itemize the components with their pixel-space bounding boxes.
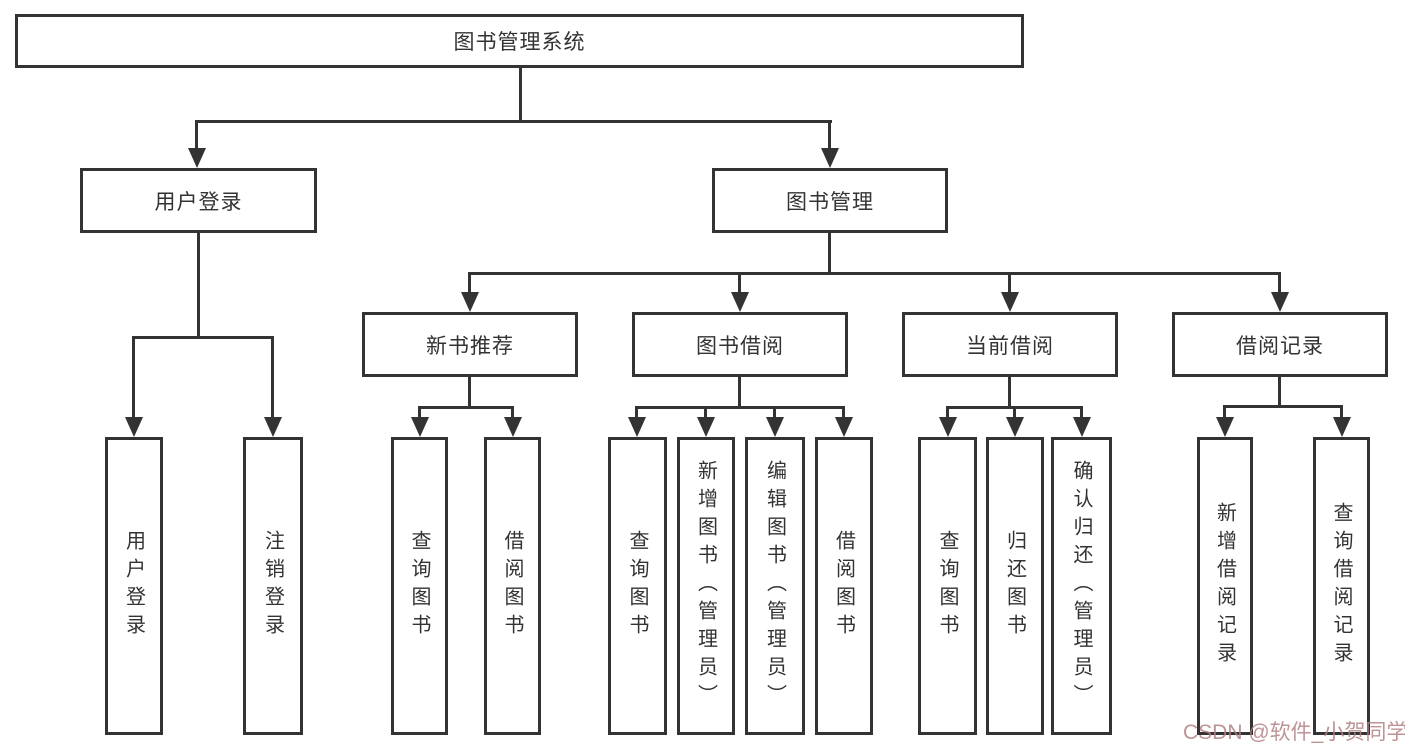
leaf-borrow-books: 借阅图书 [815, 437, 873, 735]
connector-root-stem [519, 68, 522, 122]
arrowhead-d1-icon [939, 417, 957, 437]
arrowhead-leaf-logout-icon [264, 417, 282, 437]
arrowhead-e1-icon [1216, 417, 1234, 437]
arrowhead-c1-icon [628, 417, 646, 437]
connector-drop-current-borrow [1008, 272, 1011, 294]
leaf-user-login: 用户登录 [105, 437, 163, 735]
connector-drop-c4 [842, 406, 845, 420]
leaf-return-books: 归还图书 [986, 437, 1044, 735]
connector-drop-d3 [1080, 406, 1083, 420]
connector-drop-leaf-logout [271, 336, 274, 420]
connector-new-book-stem [468, 377, 471, 409]
arrowhead-user-login-icon [188, 148, 206, 168]
leaf-query-books-recommend: 查询图书 [391, 437, 448, 735]
leaf-borrow-books-recommend: 借阅图书 [484, 437, 541, 735]
arrowhead-book-borrow-icon [731, 292, 749, 312]
connector-drop-e1 [1223, 405, 1226, 420]
node-current-borrow: 当前借阅 [902, 312, 1118, 377]
connector-drop-b2 [511, 406, 514, 420]
node-root-library-system: 图书管理系统 [15, 14, 1024, 68]
arrowhead-d2-icon [1006, 417, 1024, 437]
connector-user-login-stem [197, 233, 200, 339]
connector-user-login-branch [132, 336, 274, 339]
leaf-query-books-borrow: 查询图书 [608, 437, 667, 735]
leaf-query-borrow-record: 查询借阅记录 [1313, 437, 1370, 735]
leaf-add-borrow-record: 新增借阅记录 [1197, 437, 1253, 735]
connector-drop-c1 [635, 406, 638, 420]
node-user-login: 用户登录 [80, 168, 317, 233]
node-book-management: 图书管理 [712, 168, 948, 233]
connector-new-book-branch [418, 406, 514, 409]
connector-drop-book-mgmt [828, 120, 831, 152]
arrowhead-new-book-icon [461, 292, 479, 312]
arrowhead-e2-icon [1333, 417, 1351, 437]
connector-root-branch [196, 120, 832, 123]
connector-drop-leaf-user-login [132, 336, 135, 420]
arrowhead-current-borrow-icon [1001, 292, 1019, 312]
leaf-query-books-current: 查询图书 [918, 437, 977, 735]
arrowhead-c3-icon [766, 417, 784, 437]
connector-drop-c3 [773, 406, 776, 420]
arrowhead-book-mgmt-icon [821, 148, 839, 168]
leaf-logout: 注销登录 [243, 437, 303, 735]
connector-drop-c2 [704, 406, 707, 420]
arrowhead-b2-icon [504, 417, 522, 437]
connector-drop-new-book [468, 272, 471, 294]
node-new-book-recommend: 新书推荐 [362, 312, 578, 377]
connector-drop-borrow-record [1278, 272, 1281, 294]
connector-drop-b1 [418, 406, 421, 420]
connector-book-mgmt-stem [828, 233, 831, 275]
connector-borrow-record-stem [1278, 377, 1281, 408]
connector-drop-book-borrow [738, 272, 741, 294]
leaf-confirm-return-admin: 确认归还（管理员） [1051, 437, 1112, 735]
connector-drop-e2 [1340, 405, 1343, 420]
connector-book-borrow-stem [738, 377, 741, 409]
arrowhead-leaf-user-login-icon [125, 417, 143, 437]
connector-drop-user-login [195, 120, 198, 152]
leaf-edit-books-admin: 编辑图书（管理员） [745, 437, 805, 735]
arrowhead-borrow-record-icon [1271, 292, 1289, 312]
leaf-add-books-admin: 新增图书（管理员） [677, 437, 735, 735]
arrowhead-d3-icon [1073, 417, 1091, 437]
connector-drop-d1 [946, 406, 949, 420]
arrowhead-b1-icon [411, 417, 429, 437]
connector-borrow-record-branch [1223, 405, 1342, 408]
node-book-borrow: 图书借阅 [632, 312, 848, 377]
connector-drop-d2 [1013, 406, 1016, 420]
node-borrow-record: 借阅记录 [1172, 312, 1388, 377]
arrowhead-c4-icon [835, 417, 853, 437]
arrowhead-c2-icon [697, 417, 715, 437]
connector-book-mgmt-branch [468, 272, 1281, 275]
connector-current-borrow-stem [1008, 377, 1011, 409]
csdn-watermark: CSDN @软件_小贺同学 [1183, 721, 1405, 744]
connector-book-borrow-branch [635, 406, 845, 409]
